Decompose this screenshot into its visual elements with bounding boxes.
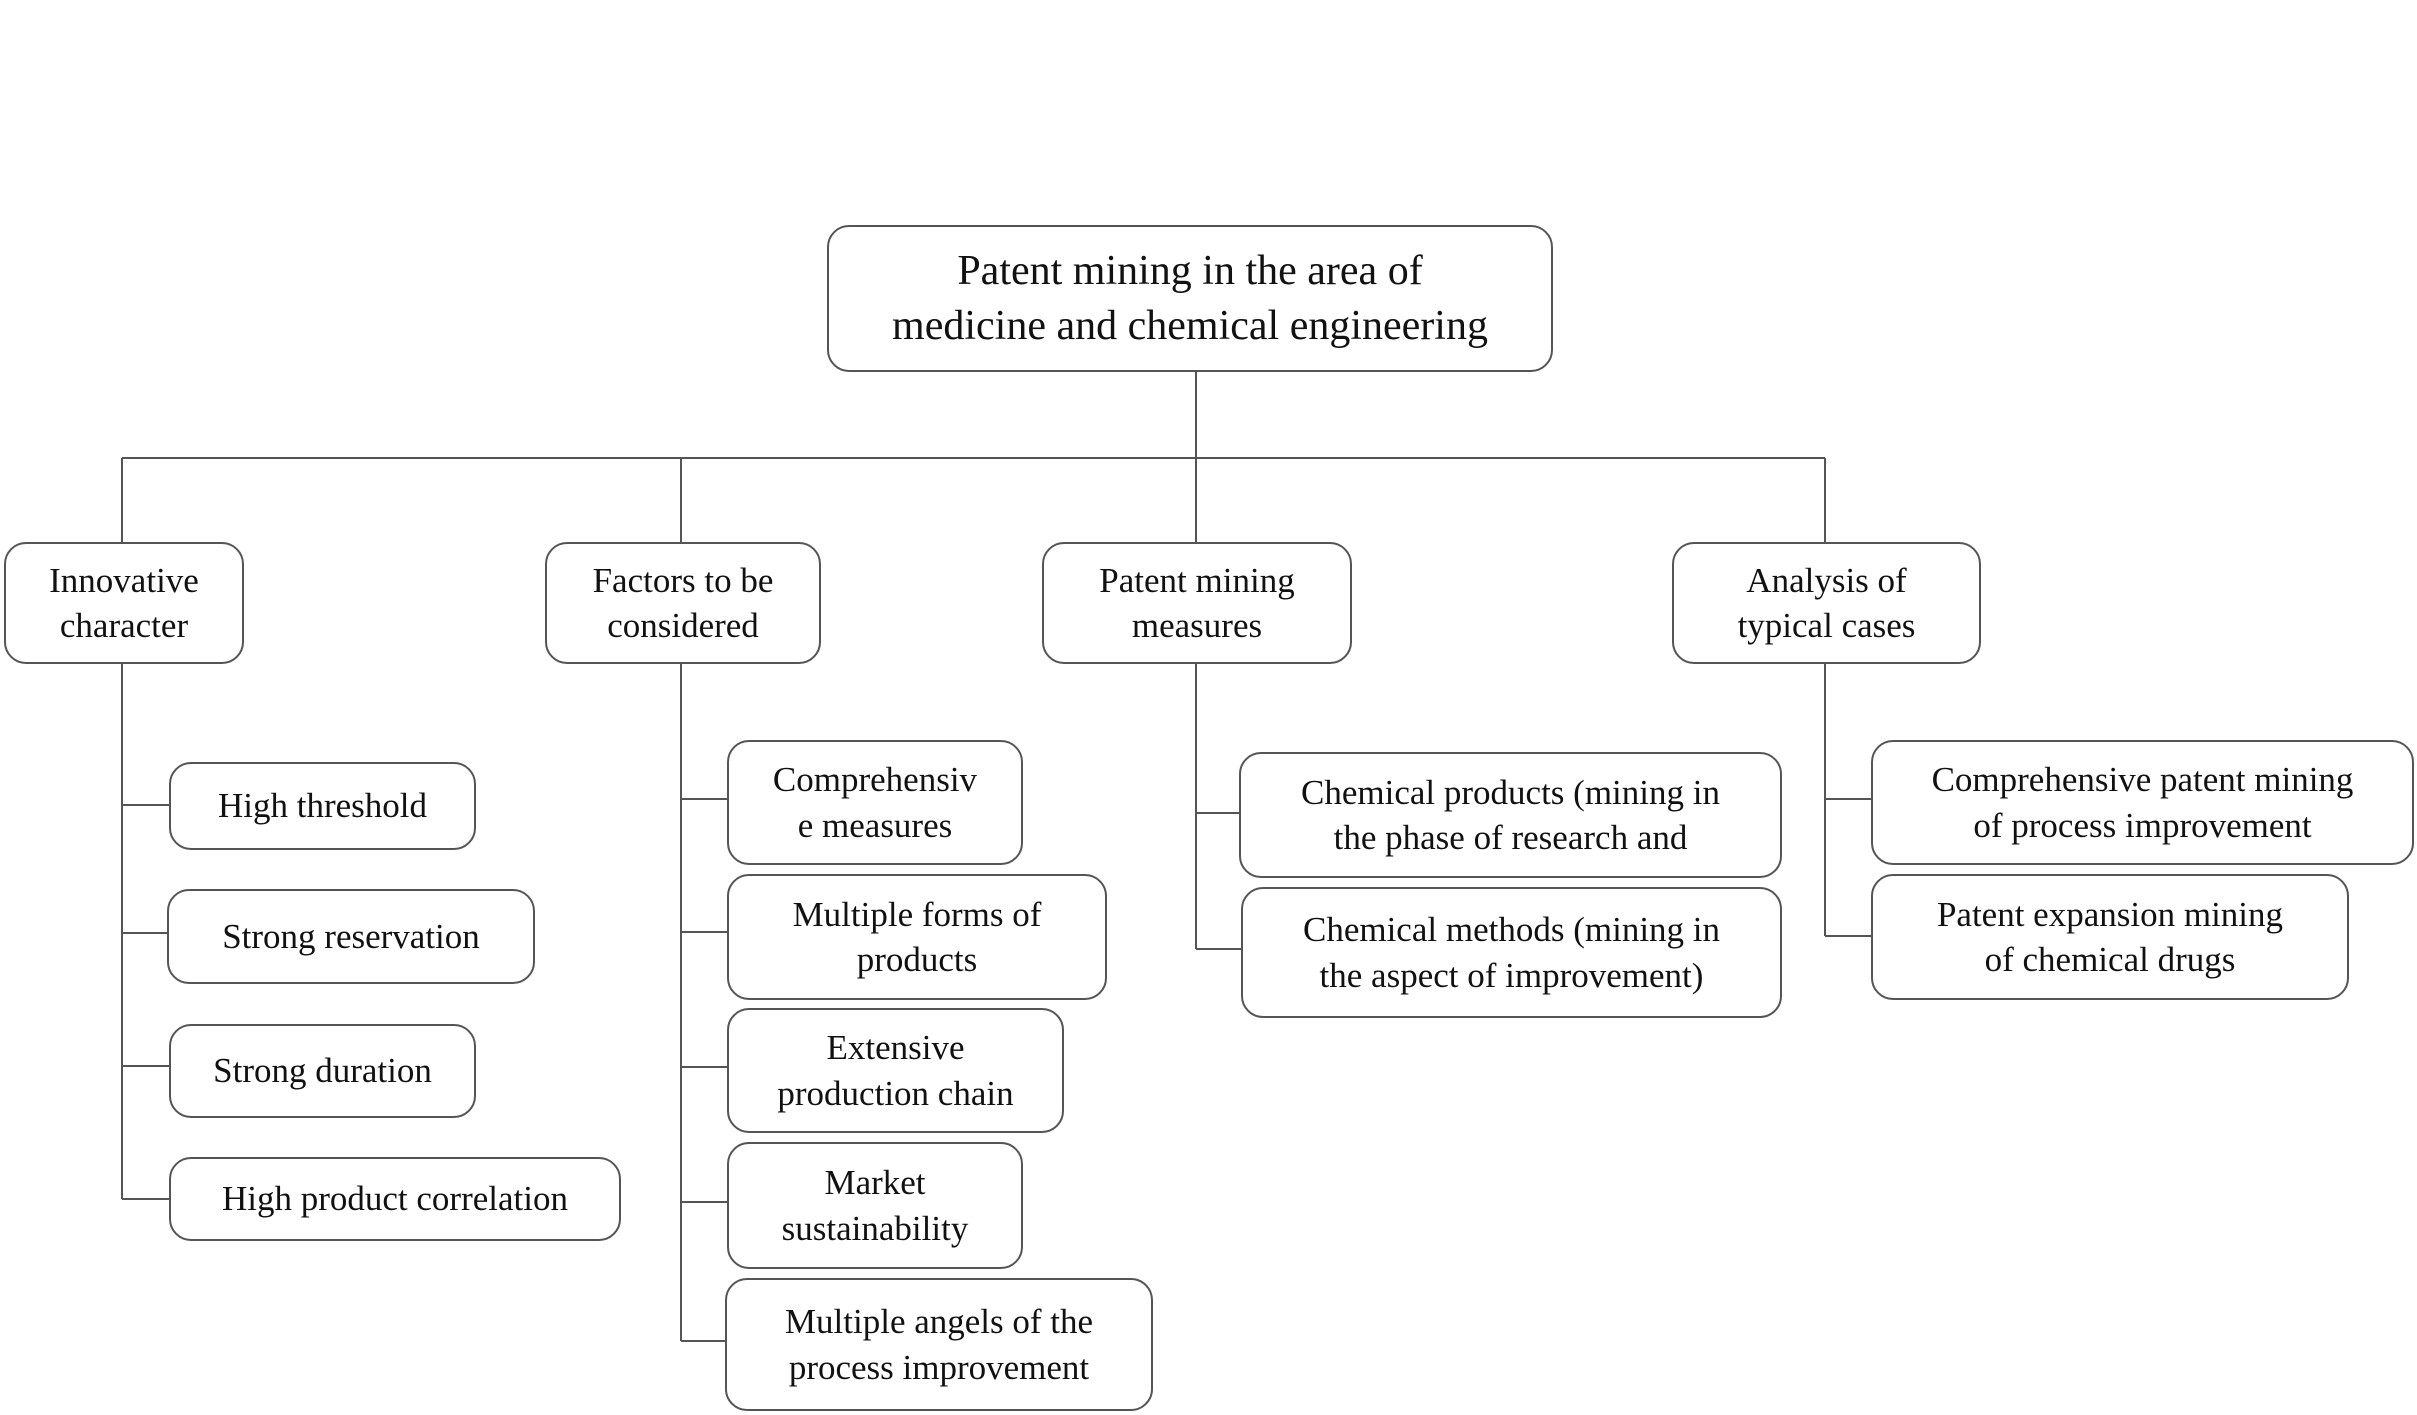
leaf-label: Chemical products (mining in the phase o…	[1301, 772, 1720, 858]
leaf-label: Market sustainability	[781, 1163, 969, 1248]
leaf-market-sustainability: Market sustainability	[727, 1142, 1023, 1269]
category-factors-to-be-considered: Factors to be considered	[545, 542, 821, 664]
leaf-multiple-angels: Multiple angels of the process improveme…	[725, 1278, 1153, 1411]
leaf-high-threshold: High threshold	[169, 762, 476, 850]
leaf-label: High threshold	[217, 786, 427, 826]
leaf-multiple-forms-of-products: Multiple forms of products	[727, 874, 1107, 1000]
leaf-label: High product correlation	[221, 1179, 568, 1219]
leaf-label: Strong reservation	[222, 916, 480, 956]
root-node: Patent mining in the area of medicine an…	[827, 225, 1553, 372]
leaf-label: Chemical methods (mining in the aspect o…	[1302, 910, 1721, 995]
leaf-high-product-correlation: High product correlation	[169, 1157, 621, 1241]
category-label: Analysis of typical cases	[1737, 560, 1916, 646]
leaf-label: Comprehensive patent mining of process i…	[1931, 760, 2354, 845]
leaf-extensive-production-chain: Extensive production chain	[727, 1008, 1064, 1133]
leaf-label: Multiple angels of the process improveme…	[784, 1302, 1094, 1387]
leaf-label: Multiple forms of products	[792, 894, 1042, 980]
leaf-comprehensive-patent-mining: Comprehensive patent mining of process i…	[1871, 740, 2414, 865]
leaf-strong-duration: Strong duration	[169, 1024, 476, 1118]
category-label: Factors to be considered	[592, 560, 774, 646]
leaf-label: Comprehensiv e measures	[772, 760, 978, 845]
leaf-comprehensive-measures: Comprehensiv e measures	[727, 740, 1023, 865]
leaf-chemical-methods: Chemical methods (mining in the aspect o…	[1241, 887, 1782, 1018]
leaf-patent-expansion-mining: Patent expansion mining of chemical drug…	[1871, 874, 2349, 1000]
category-label: Patent mining measures	[1099, 560, 1295, 646]
leaf-label: Patent expansion mining of chemical drug…	[1936, 894, 2284, 980]
leaf-chemical-products: Chemical products (mining in the phase o…	[1239, 752, 1782, 878]
category-label: Innovative character	[49, 560, 199, 646]
leaf-strong-reservation: Strong reservation	[167, 889, 535, 984]
category-innovative-character: Innovative character	[4, 542, 244, 664]
leaf-label: Extensive production chain	[777, 1028, 1014, 1113]
category-patent-mining-measures: Patent mining measures	[1042, 542, 1352, 664]
leaf-label: Strong duration	[213, 1051, 432, 1091]
category-analysis-of-typical-cases: Analysis of typical cases	[1672, 542, 1981, 664]
root-label: Patent mining in the area of medicine an…	[892, 247, 1488, 349]
